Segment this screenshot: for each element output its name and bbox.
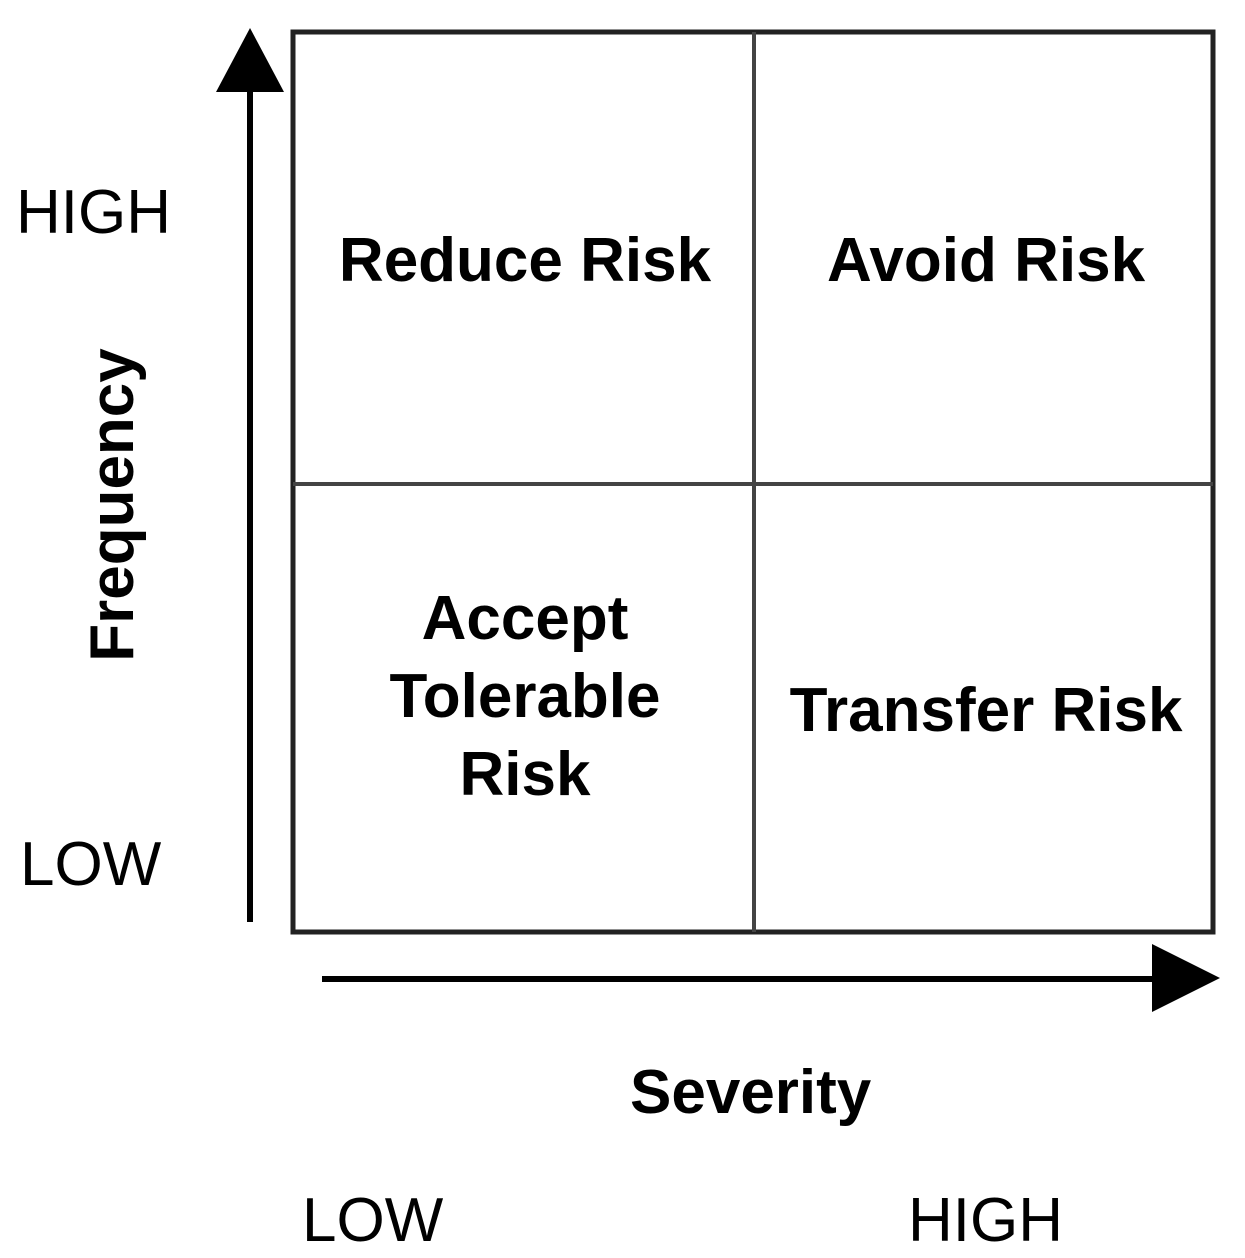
quadrant-accept-line-3: Risk bbox=[459, 740, 591, 809]
quadrant-accept-line-1: Accept bbox=[421, 584, 629, 653]
x-axis-low-label: LOW bbox=[302, 1186, 444, 1255]
quadrant-transfer-risk: Transfer Risk bbox=[759, 672, 1213, 750]
quadrant-reduce-risk: Reduce Risk bbox=[298, 222, 752, 300]
quadrant-avoid-risk-line: Avoid Risk bbox=[826, 226, 1146, 295]
quadrant-reduce-risk-line: Reduce Risk bbox=[338, 226, 712, 295]
y-axis-title: Frequency bbox=[78, 348, 147, 662]
quadrant-avoid-risk: Avoid Risk bbox=[759, 222, 1213, 300]
x-axis-title: Severity bbox=[630, 1058, 872, 1127]
y-axis-low-label: LOW bbox=[20, 830, 162, 899]
y-axis-arrowhead bbox=[216, 28, 284, 92]
quadrant-accept-tolerable-risk: Accept Tolerable Risk bbox=[298, 580, 752, 814]
x-axis-high-label: HIGH bbox=[908, 1186, 1063, 1255]
x-axis-arrowhead bbox=[1152, 944, 1220, 1012]
y-axis-high-label: HIGH bbox=[16, 178, 171, 247]
quadrant-transfer-risk-line: Transfer Risk bbox=[789, 676, 1183, 745]
quadrant-accept-line-2: Tolerable bbox=[389, 662, 661, 731]
